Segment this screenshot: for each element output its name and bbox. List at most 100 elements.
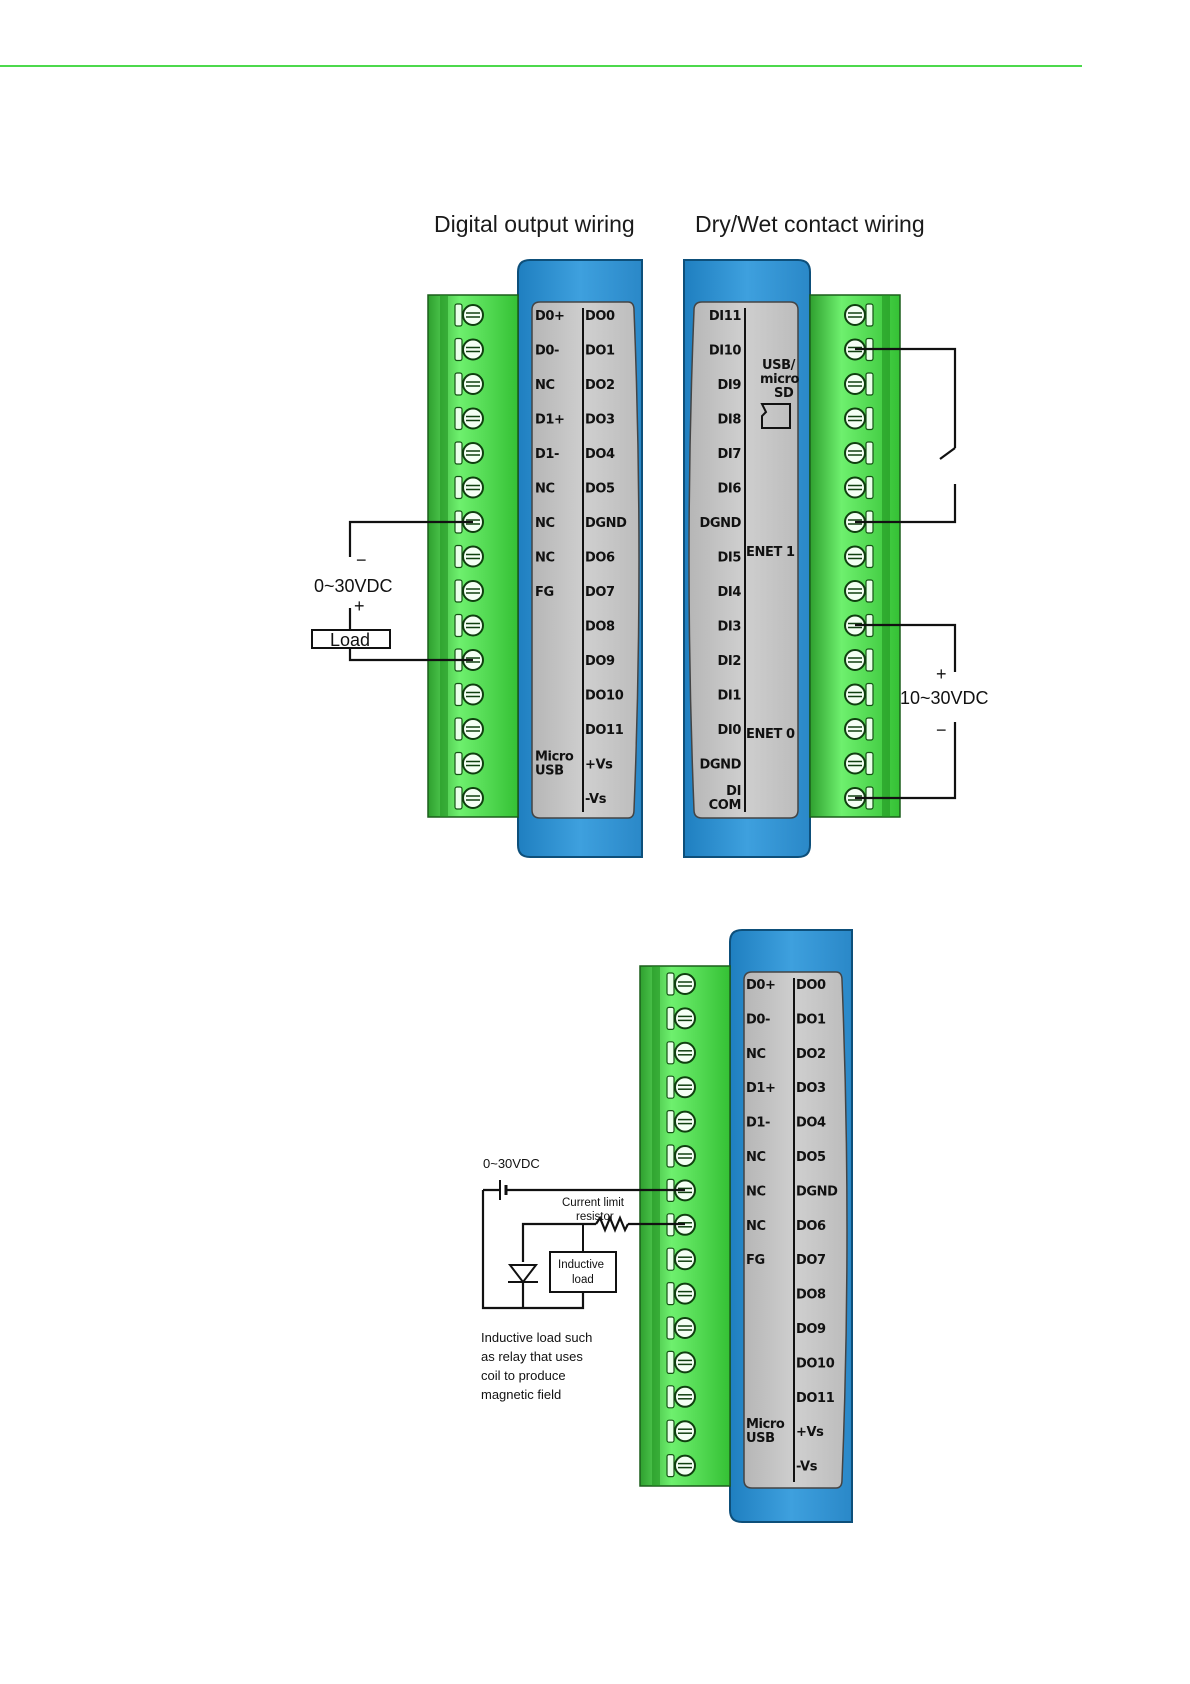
terminal-label: D1- xyxy=(746,1116,770,1131)
terminal-clamp xyxy=(666,1144,675,1168)
usb-label-3: SD xyxy=(774,386,794,401)
terminal-label: DO3 xyxy=(796,1081,826,1096)
terminal-clamp xyxy=(666,1075,675,1099)
terminal-clamp xyxy=(454,544,463,569)
terminal-screw-icon xyxy=(844,373,866,395)
terminal-label: DGND xyxy=(699,516,741,531)
terminal-screw-icon xyxy=(844,476,866,499)
terminal-label: NC xyxy=(746,1047,766,1062)
terminal-screw-icon xyxy=(462,407,484,430)
terminal-label: DI1 xyxy=(718,689,742,704)
terminal-clamp xyxy=(666,1385,675,1409)
terminal-label: DI3 xyxy=(718,620,742,635)
terminal-label: D0+ xyxy=(746,978,776,993)
terminal-label: NC xyxy=(746,1184,766,1199)
terminal-label: DI2 xyxy=(718,654,741,669)
terminal-label: DGND xyxy=(585,516,627,531)
terminal-label: +Vs xyxy=(585,758,613,773)
left-minus: − xyxy=(356,550,367,570)
note-line-2: as relay that uses xyxy=(481,1349,583,1364)
left-module-label-plate xyxy=(531,301,640,819)
terminal-clamp xyxy=(454,751,463,776)
terminal-label: DO9 xyxy=(796,1322,826,1337)
terminal-screw-icon xyxy=(674,1007,696,1030)
terminal-screw-icon xyxy=(462,373,484,395)
terminal-label: DI xyxy=(726,784,741,799)
terminal-clamp xyxy=(454,303,463,327)
terminal-clamp xyxy=(865,544,874,569)
sd-card-icon xyxy=(760,403,791,429)
terminal-label: D0- xyxy=(746,1012,770,1027)
terminal-clamp xyxy=(454,441,463,465)
terminal-screw-icon xyxy=(462,752,484,775)
load-label-1: Inductive xyxy=(558,1259,604,1271)
terminal-label: DGND xyxy=(699,758,741,773)
terminal-screw-icon xyxy=(462,614,484,637)
terminal-label: DO3 xyxy=(585,413,615,428)
terminal-clamp xyxy=(865,579,874,603)
terminal-screw-icon xyxy=(462,683,484,706)
note-line-3: coil to produce xyxy=(481,1368,566,1383)
terminal-screw-icon xyxy=(462,338,484,361)
terminal-clamp xyxy=(666,1419,675,1443)
terminal-label: COM xyxy=(709,798,741,813)
left-plus: + xyxy=(354,596,365,616)
terminal-label: DO1 xyxy=(585,344,615,359)
note-line-1: Inductive load such xyxy=(481,1330,592,1345)
load-label: Load xyxy=(330,630,370,650)
terminal-screw-icon xyxy=(674,1317,696,1339)
terminal-label: USB xyxy=(535,764,564,779)
terminal-clamp xyxy=(666,1006,675,1031)
terminal-clamp xyxy=(865,441,874,465)
right-voltage: 10~30VDC xyxy=(900,688,989,708)
enet1-label: ENET 1 xyxy=(746,545,795,560)
right-module: DI11DI10DI9DI8DI7DI6DGNDDI5DI4DI3DI2DI1D… xyxy=(683,259,901,858)
terminal-clamp xyxy=(666,1350,675,1375)
terminal-screw-icon xyxy=(462,442,484,464)
terminal-label: NC xyxy=(746,1150,766,1165)
terminal-screw-icon xyxy=(462,476,484,499)
terminal-screw-icon xyxy=(674,1076,696,1099)
terminal-label: Micro xyxy=(535,750,574,765)
terminal-clamp xyxy=(865,303,874,327)
terminal-clamp xyxy=(666,1041,675,1065)
terminal-label: DO8 xyxy=(796,1288,826,1303)
terminal-label: DO6 xyxy=(796,1219,826,1234)
terminal-clamp xyxy=(865,372,874,396)
terminal-label: DO9 xyxy=(585,654,615,669)
left-wiring: − 0~30VDC + Load xyxy=(311,520,473,662)
terminal-label: -Vs xyxy=(585,792,607,807)
terminal-label: DO0 xyxy=(796,978,826,993)
terminal-screw-icon xyxy=(844,649,866,671)
right-minus: − xyxy=(936,720,947,740)
terminal-label: +Vs xyxy=(796,1425,824,1440)
left-voltage: 0~30VDC xyxy=(314,576,393,596)
terminal-screw-icon xyxy=(674,1282,696,1305)
load-label-2: load xyxy=(572,1274,594,1286)
fig2-module-label-plate xyxy=(743,971,848,1489)
terminal-label: NC xyxy=(535,378,555,393)
terminal-clamp xyxy=(454,372,463,396)
terminal-clamp xyxy=(666,1281,675,1306)
terminal-screw-icon xyxy=(844,407,866,430)
terminal-screw-icon xyxy=(674,1454,696,1477)
note-line-4: magnetic field xyxy=(481,1387,561,1402)
terminal-screw-icon xyxy=(462,304,484,326)
terminal-label: DO6 xyxy=(585,551,615,566)
terminal-label: DI11 xyxy=(709,309,741,324)
terminal-screw-icon xyxy=(844,580,866,602)
terminal-screw-icon xyxy=(844,718,866,740)
terminal-label: D0- xyxy=(535,344,559,359)
terminal-screw-icon xyxy=(844,752,866,775)
terminal-label: DI10 xyxy=(709,344,741,359)
fig2-voltage: 0~30VDC xyxy=(483,1156,540,1171)
terminal-label: DI7 xyxy=(718,447,742,462)
terminal-label: DO7 xyxy=(796,1253,826,1268)
terminal-label: DO11 xyxy=(796,1391,835,1406)
terminal-label: DO2 xyxy=(585,378,615,393)
terminal-clamp xyxy=(666,1316,675,1340)
terminal-screw-icon xyxy=(462,545,484,568)
terminal-label: DO10 xyxy=(796,1356,835,1371)
terminal-screw-icon xyxy=(674,1110,696,1133)
